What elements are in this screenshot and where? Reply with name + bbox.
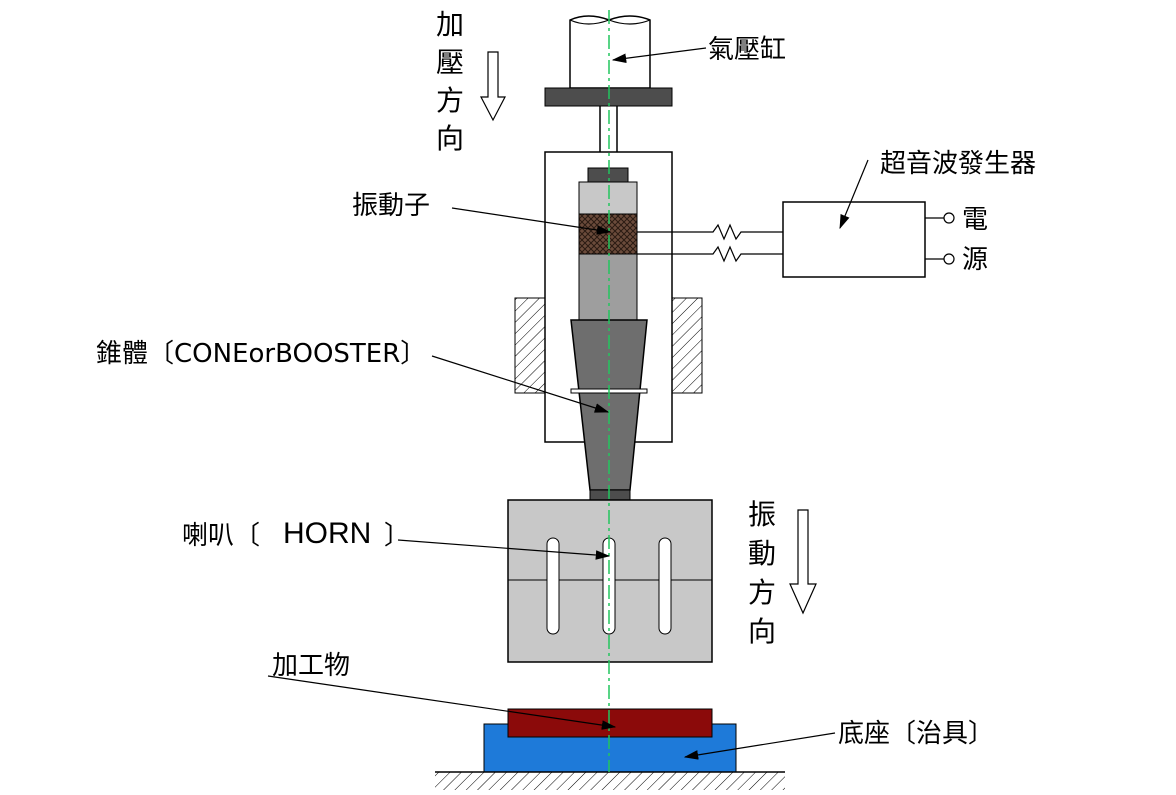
leader-lines xyxy=(267,47,869,760)
transducer xyxy=(578,167,638,321)
power-label-char: 源 xyxy=(962,245,988,275)
horn-label-en: HORN xyxy=(283,517,371,550)
leader-air-cylinder xyxy=(611,47,707,64)
workpiece xyxy=(507,708,713,738)
pressure-direction-char: 加 xyxy=(436,8,464,41)
ultrasonic-generator xyxy=(782,201,926,278)
generator-label: 超音波發生器 xyxy=(880,149,1036,179)
horn-label-zh: 喇叭〔 xyxy=(182,521,260,551)
power-terminals xyxy=(925,212,955,265)
pressure-direction-char: 向 xyxy=(436,122,464,155)
leader-horn xyxy=(397,539,611,560)
booster-label: 錐體〔CONEorBOOSTER〕 xyxy=(96,339,426,369)
leader-transducer xyxy=(451,207,612,235)
housing-mount-left xyxy=(514,297,546,394)
housing-mount-right xyxy=(671,297,703,394)
leader-booster xyxy=(431,355,610,413)
pressure-direction-label: 加 壓 方 向 xyxy=(436,8,464,155)
leader-base xyxy=(683,732,836,760)
pressure-direction-arrow xyxy=(480,51,506,122)
workpiece-label: 加工物 xyxy=(272,651,350,681)
horn-slot xyxy=(546,537,560,635)
vibration-direction-char: 振 xyxy=(748,498,776,531)
base-label: 底座〔治具〕 xyxy=(838,719,994,749)
air-cylinder-label: 氣壓缸 xyxy=(708,35,786,65)
horn xyxy=(507,499,713,663)
horn-label-close: 〕 xyxy=(384,521,410,551)
ground xyxy=(435,772,785,790)
vibration-direction-label: 振 動 方 向 xyxy=(748,498,776,648)
vibration-direction-char: 方 xyxy=(748,576,776,609)
power-label-char: 電 xyxy=(962,205,988,235)
vibration-direction-arrow xyxy=(789,509,817,615)
air-cylinder xyxy=(569,15,651,89)
leader-generator xyxy=(839,159,869,230)
vibration-direction-char: 向 xyxy=(748,615,776,648)
horn-slot xyxy=(658,537,672,635)
transducer-label: 振動子 xyxy=(352,191,430,221)
signal-wiring xyxy=(637,223,783,263)
piston-rod xyxy=(599,106,618,152)
leader-workpiece xyxy=(267,675,617,730)
pressure-direction-char: 方 xyxy=(436,84,464,117)
pressure-direction-char: 壓 xyxy=(436,46,464,79)
vibration-direction-char: 動 xyxy=(748,537,776,570)
